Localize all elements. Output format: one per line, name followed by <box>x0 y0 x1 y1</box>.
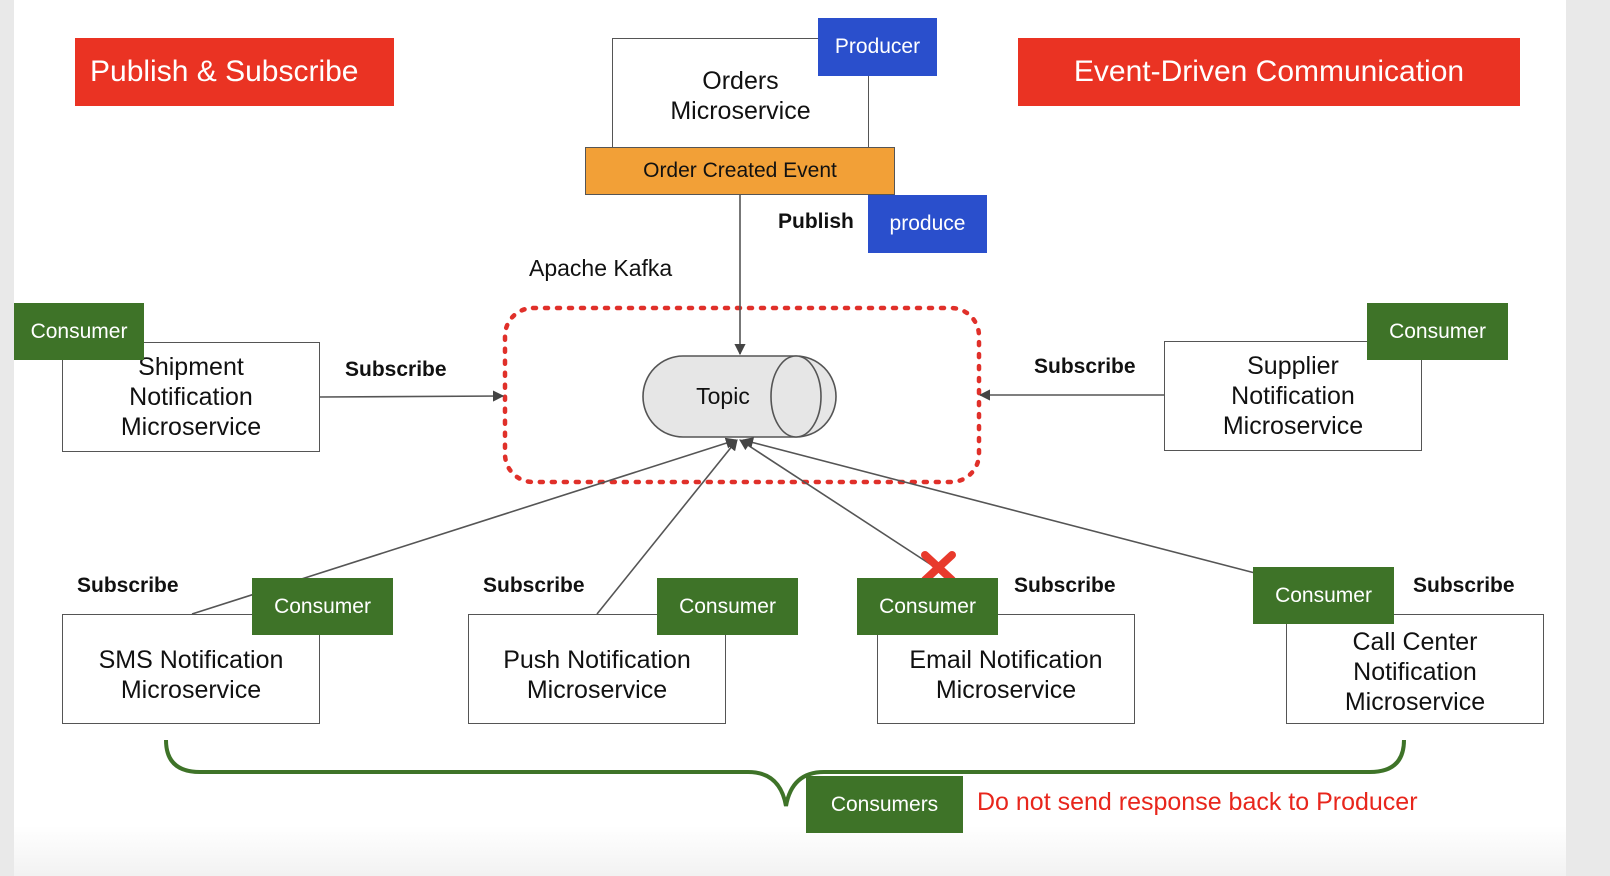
publish-label: Publish <box>778 210 854 233</box>
push-consumer-tag: Consumer <box>657 578 798 635</box>
email-consumer-tag-text: Consumer <box>879 594 976 618</box>
producer-tag-text: Producer <box>834 35 921 58</box>
callcenter-consumer-tag-text: Consumer <box>1275 583 1372 607</box>
order-created-event-text: Order Created Event <box>643 159 837 182</box>
push-subscribe-arrow <box>596 439 738 615</box>
push-notification-label: Push Notification Microservice <box>503 646 691 704</box>
sms-notification-label: SMS Notification Microservice <box>98 646 284 704</box>
consumers-group-tag: Consumers <box>806 776 963 833</box>
title-publish-subscribe: Publish & Subscribe <box>75 38 394 106</box>
red-x-icon <box>921 551 956 584</box>
bottom-edge <box>14 826 1566 876</box>
title-left-text: Publish & Subscribe <box>90 55 359 88</box>
apache-kafka-label: Apache Kafka <box>529 255 673 281</box>
cylinder-icon <box>642 355 837 438</box>
email-subscribe-label: Subscribe <box>1014 574 1116 597</box>
shipment-notification-label: Shipment Notification Microservice <box>120 353 262 441</box>
email-notification-label: Email Notification Microservice <box>909 646 1103 704</box>
callcenter-consumer-tag: Consumer <box>1253 567 1394 624</box>
shipment-subscribe-arrow <box>319 390 505 402</box>
callcenter-notification-label: Call Center Notification Microservice <box>1344 628 1486 716</box>
shipment-subscribe-label: Subscribe <box>345 358 447 381</box>
callcenter-subscribe-arrow <box>741 437 1256 574</box>
sms-consumer-tag: Consumer <box>252 578 393 635</box>
title-right-text: Event-Driven Communication <box>1073 55 1465 88</box>
shipment-consumer-tag-text: Consumer <box>30 319 128 343</box>
sms-subscribe-label: Subscribe <box>77 574 179 597</box>
topic-label: Topic <box>696 383 750 409</box>
push-subscribe-label: Subscribe <box>483 574 585 597</box>
supplier-notification-label: Supplier Notification Microservice <box>1222 352 1364 440</box>
push-consumer-tag-text: Consumer <box>679 594 776 618</box>
supplier-notification-box: Supplier Notification Microservice <box>1164 341 1422 451</box>
consumers-group-tag-text: Consumers <box>830 792 939 816</box>
orders-microservice-label: Orders Microservice <box>670 67 811 125</box>
callcenter-subscribe-label: Subscribe <box>1413 574 1515 597</box>
produce-tag-text: produce <box>889 212 966 235</box>
supplier-consumer-tag: Consumer <box>1367 303 1508 360</box>
sms-notification-box: SMS Notification Microservice <box>62 614 320 724</box>
callcenter-notification-box: Call Center Notification Microservice <box>1286 614 1544 724</box>
shipment-notification-box: Shipment Notification Microservice <box>62 342 320 452</box>
supplier-subscribe-label: Subscribe <box>1034 355 1136 378</box>
consumers-brace <box>164 739 1406 807</box>
sms-consumer-tag-text: Consumer <box>274 594 371 618</box>
title-event-driven: Event-Driven Communication <box>1018 38 1520 106</box>
order-created-event: Order Created Event <box>585 147 895 195</box>
supplier-consumer-tag-text: Consumer <box>1389 319 1486 343</box>
no-response-note: Do not send response back to Producer <box>977 788 1418 816</box>
email-subscribe-arrow <box>739 439 934 567</box>
shipment-consumer-tag: Consumer <box>14 303 144 360</box>
email-consumer-tag: Consumer <box>857 578 998 635</box>
produce-tag: produce <box>868 195 987 253</box>
producer-tag: Producer <box>818 18 937 76</box>
